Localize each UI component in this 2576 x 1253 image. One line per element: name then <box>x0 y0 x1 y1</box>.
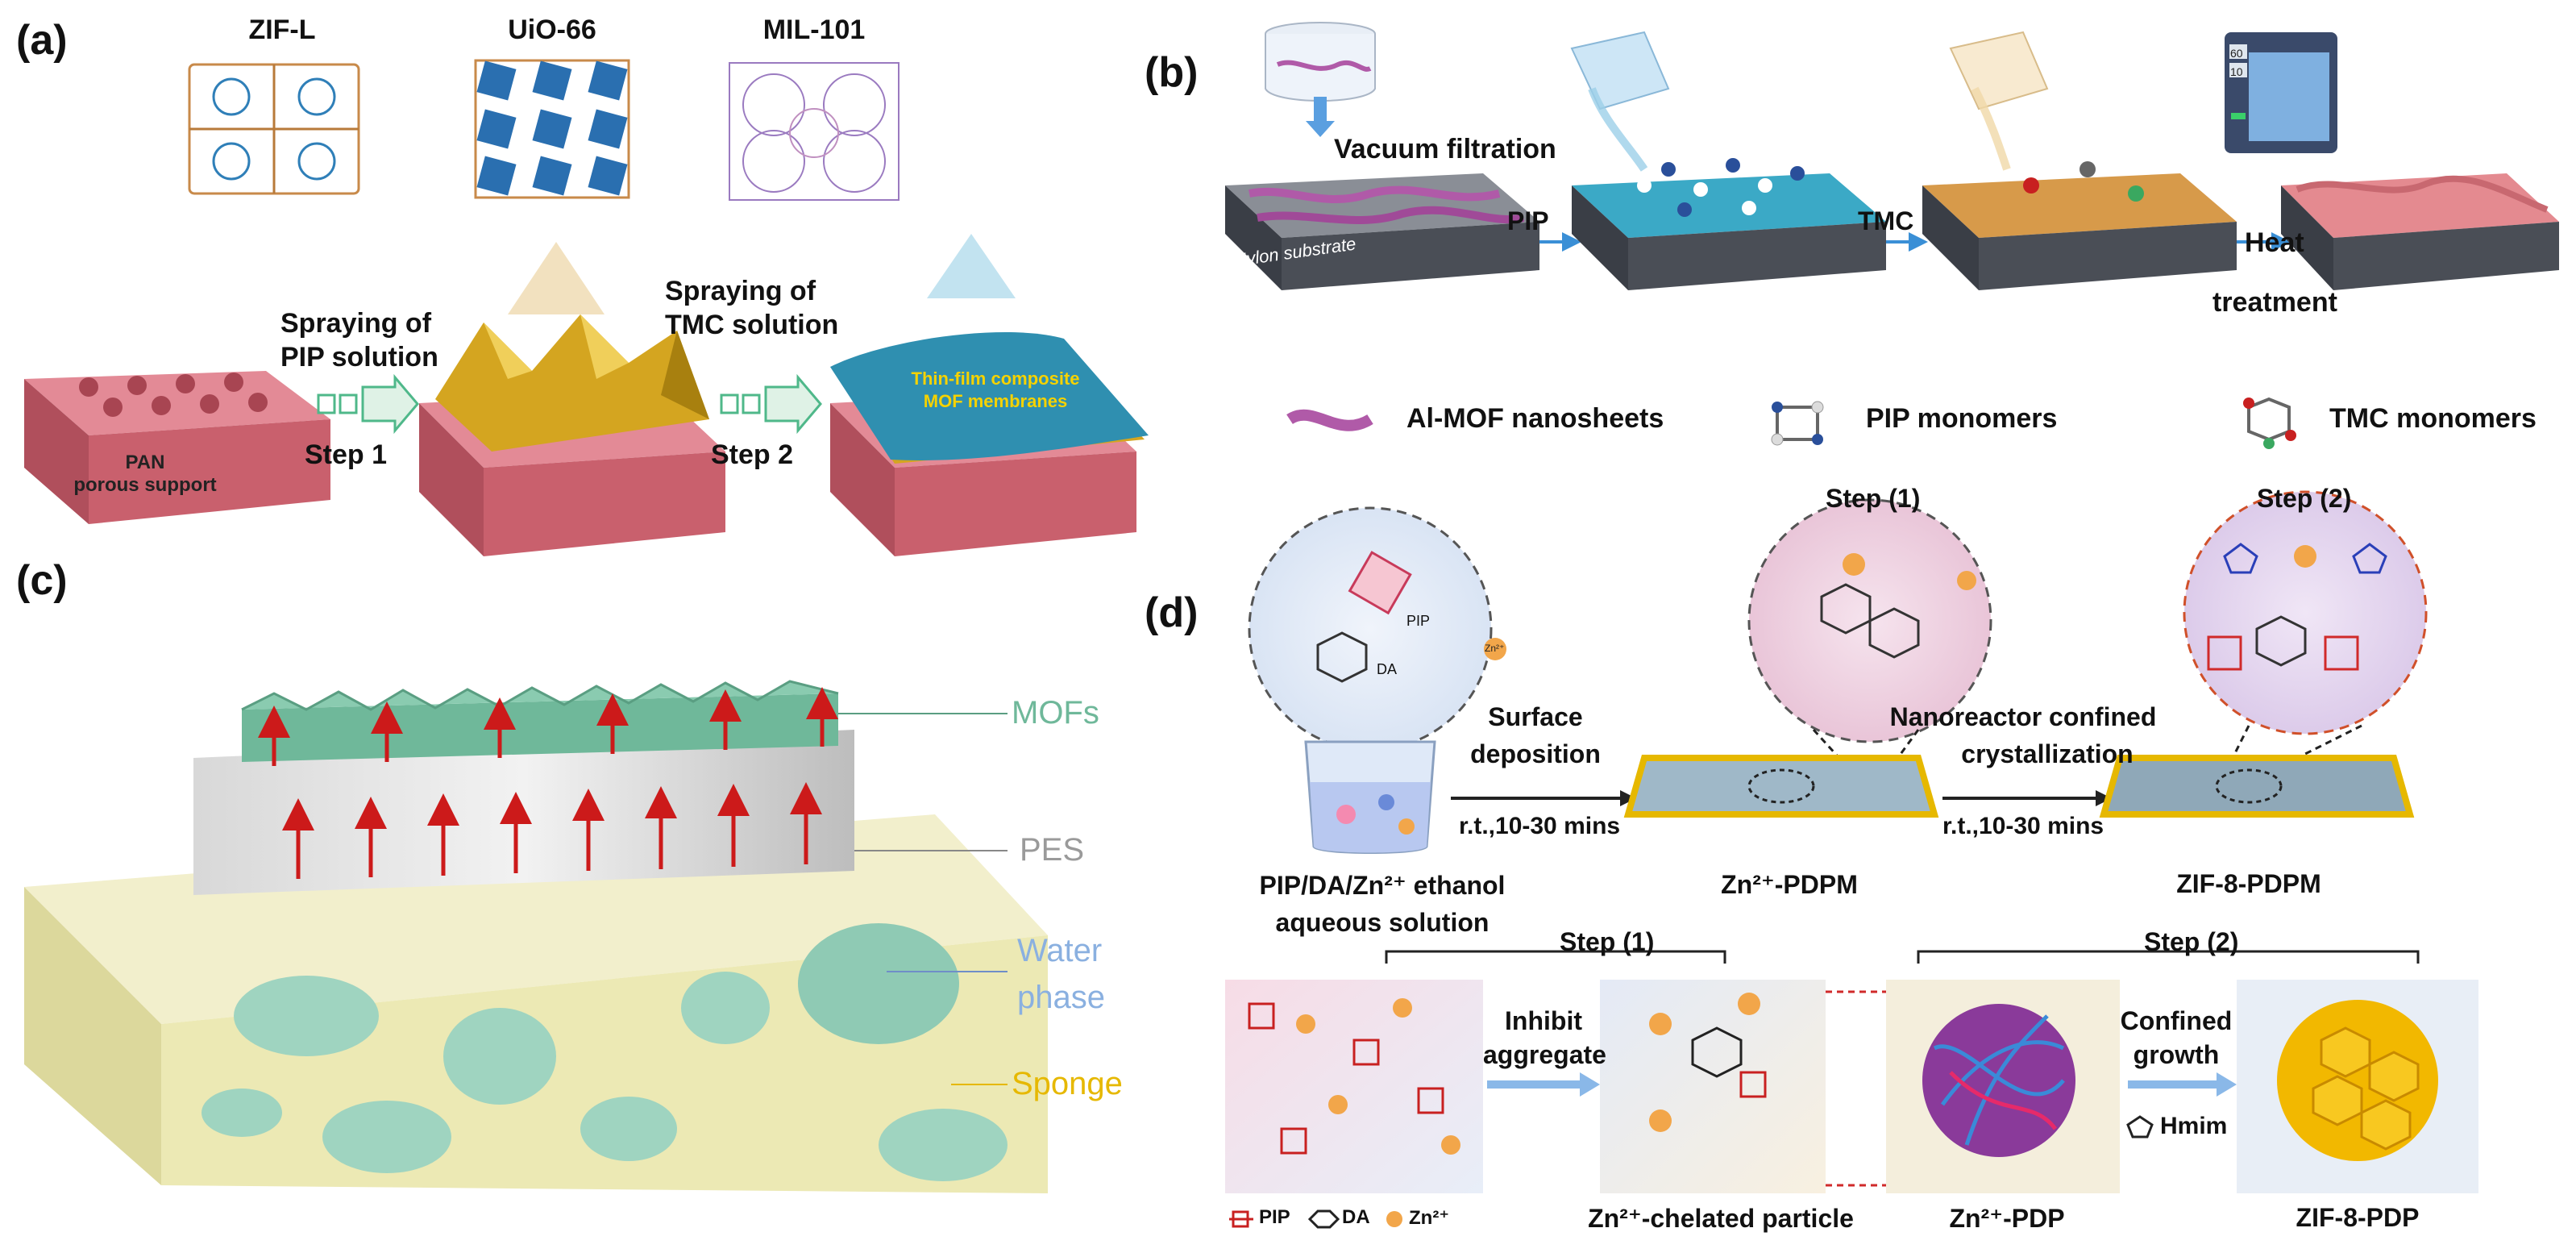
step2-bottom-label: Step (2) <box>2144 927 2239 956</box>
step1-conditions: r.t.,10-30 mins <box>1459 813 1621 839</box>
legend-da-bottom: DA <box>1342 1206 1370 1228</box>
step1-bottom-label: Step (1) <box>1560 927 1655 956</box>
step1-bracket <box>1385 950 1726 964</box>
panel-d-letter: (d) <box>1145 589 1199 636</box>
step2-label: Step 2 <box>711 439 794 470</box>
zif-l-label: ZIF-L <box>248 15 316 45</box>
panel-b-art <box>1225 22 2559 449</box>
tmc-monomer-icon <box>2243 397 2296 449</box>
tmc-spray-cone <box>927 234 1016 298</box>
pdpm-membrane <box>1623 755 1939 818</box>
legend-tmc-label: TMC monomers <box>2329 403 2537 434</box>
step1-top-label: Step (1) <box>1826 484 1921 513</box>
zif-pdpm-membrane <box>2099 755 2415 818</box>
nanoreactor-label: Nanoreactor confined crystallization <box>1889 702 2157 768</box>
pip-legend-icon <box>1232 1210 1249 1228</box>
tfc-membrane <box>830 332 1149 556</box>
legend-zn-bottom: Zn²⁺ <box>1409 1207 1449 1229</box>
panel-a-letter: (a) <box>16 17 68 64</box>
legend-pip-bottom: PIP <box>1259 1206 1290 1228</box>
zif-zoom-circle <box>2183 490 2428 735</box>
surface-deposition-label: Surface deposition <box>1470 702 1601 768</box>
water-flow-arrows <box>258 687 838 879</box>
step2-top-label: Step (2) <box>2257 484 2352 513</box>
step1-label: Step 1 <box>305 439 388 470</box>
tmc-coated-block <box>1922 161 2237 290</box>
pip-step-label: PIP <box>1507 206 1549 235</box>
zif-pdpm-label: ZIF-8-PDPM <box>2176 869 2321 898</box>
pes-label: PES <box>1020 832 1085 868</box>
mofs-label: MOFs <box>1012 695 1099 731</box>
zn-molecule-label: Zn²⁺ <box>1485 643 1505 654</box>
pip-beaker <box>1570 31 1670 172</box>
pan-support <box>24 371 330 524</box>
heat-treatment-label: Heat treatment <box>2212 227 2337 318</box>
oven-icon <box>2225 32 2337 153</box>
step2-arrow <box>720 373 822 435</box>
zn-legend-icon <box>1386 1211 1402 1227</box>
da-legend-icon <box>1307 1209 1340 1229</box>
mil-101-structure <box>729 62 900 201</box>
uio-66-structure <box>474 59 630 199</box>
spray-tmc-label: Spraying of TMC solution <box>665 276 839 340</box>
step2-conditions: r.t.,10-30 mins <box>1942 813 2104 839</box>
step2-bracket <box>1917 950 2420 964</box>
panel-c-art <box>24 680 1048 1193</box>
hmim-label: Hmim <box>2160 1113 2228 1139</box>
mof-coated-support <box>419 314 725 556</box>
confined-growth-label: Confined growth <box>2120 1006 2233 1069</box>
step1-arrow <box>317 373 419 435</box>
oven-display: 60 10 <box>2230 47 2243 78</box>
pan-support-label: PAN porous support <box>73 452 217 496</box>
da-molecule-label: DA <box>1377 661 1398 677</box>
legend-pip-label: PIP monomers <box>1866 403 2058 434</box>
water-phase-label: Water phase <box>1017 933 1105 1015</box>
pdpm-label: Zn²⁺-PDPM <box>1721 870 1858 899</box>
uio-66-label: UiO-66 <box>508 15 596 45</box>
panel-a-art <box>24 59 1149 556</box>
sponge-label: Sponge <box>1012 1066 1123 1101</box>
monomer-mixture-box <box>1225 980 1483 1193</box>
zif-l-structure <box>188 63 360 195</box>
mil-101-label: MIL-101 <box>762 15 866 45</box>
pip-spray-cone <box>508 242 605 314</box>
vacuum-filtration-label: Vacuum filtration <box>1334 134 1556 164</box>
spray-pip-label: Spraying of PIP solution <box>280 308 438 373</box>
pip-coated-block <box>1572 158 1886 290</box>
pdp-label: Zn²⁺-PDP <box>1949 1204 2065 1233</box>
solution-beaker <box>1304 740 1436 854</box>
inhibit-aggregate-label: Inhibit aggregate <box>1483 1006 1606 1069</box>
chelated-particle-label: Zn²⁺-chelated particle <box>1588 1204 1854 1233</box>
panel-b-letter: (b) <box>1145 49 1199 96</box>
legend-nanosheets-label: Al-MOF nanosheets <box>1406 403 1664 434</box>
solution-label: PIP/DA/Zn²⁺ ethanol aqueous solution <box>1259 871 1506 937</box>
panel-c-letter: (c) <box>16 557 68 604</box>
solution-zoom-circle <box>1248 506 1493 751</box>
tmc-step-label: TMC <box>1858 206 1914 235</box>
final-membrane-block <box>2281 173 2559 290</box>
chelated-particle-box <box>1600 980 1826 1193</box>
vacuum-funnel <box>1265 22 1376 137</box>
nanosheet-legend-icon <box>1286 409 1373 431</box>
tfc-membrane-label: Thin-film composite MOF membranes <box>911 368 1080 411</box>
pip-monomer-icon <box>1771 401 1824 446</box>
pip-molecule-label: PIP <box>1406 613 1431 629</box>
zif-pdp-label: ZIF-8-PDP <box>2296 1203 2420 1232</box>
panel-d-art <box>1225 490 2478 1229</box>
hmim-icon <box>2126 1115 2154 1139</box>
tmc-beaker <box>1949 31 2049 171</box>
zn-ion-icon <box>1484 638 1506 660</box>
nylon-substrate-block <box>1225 173 1539 290</box>
